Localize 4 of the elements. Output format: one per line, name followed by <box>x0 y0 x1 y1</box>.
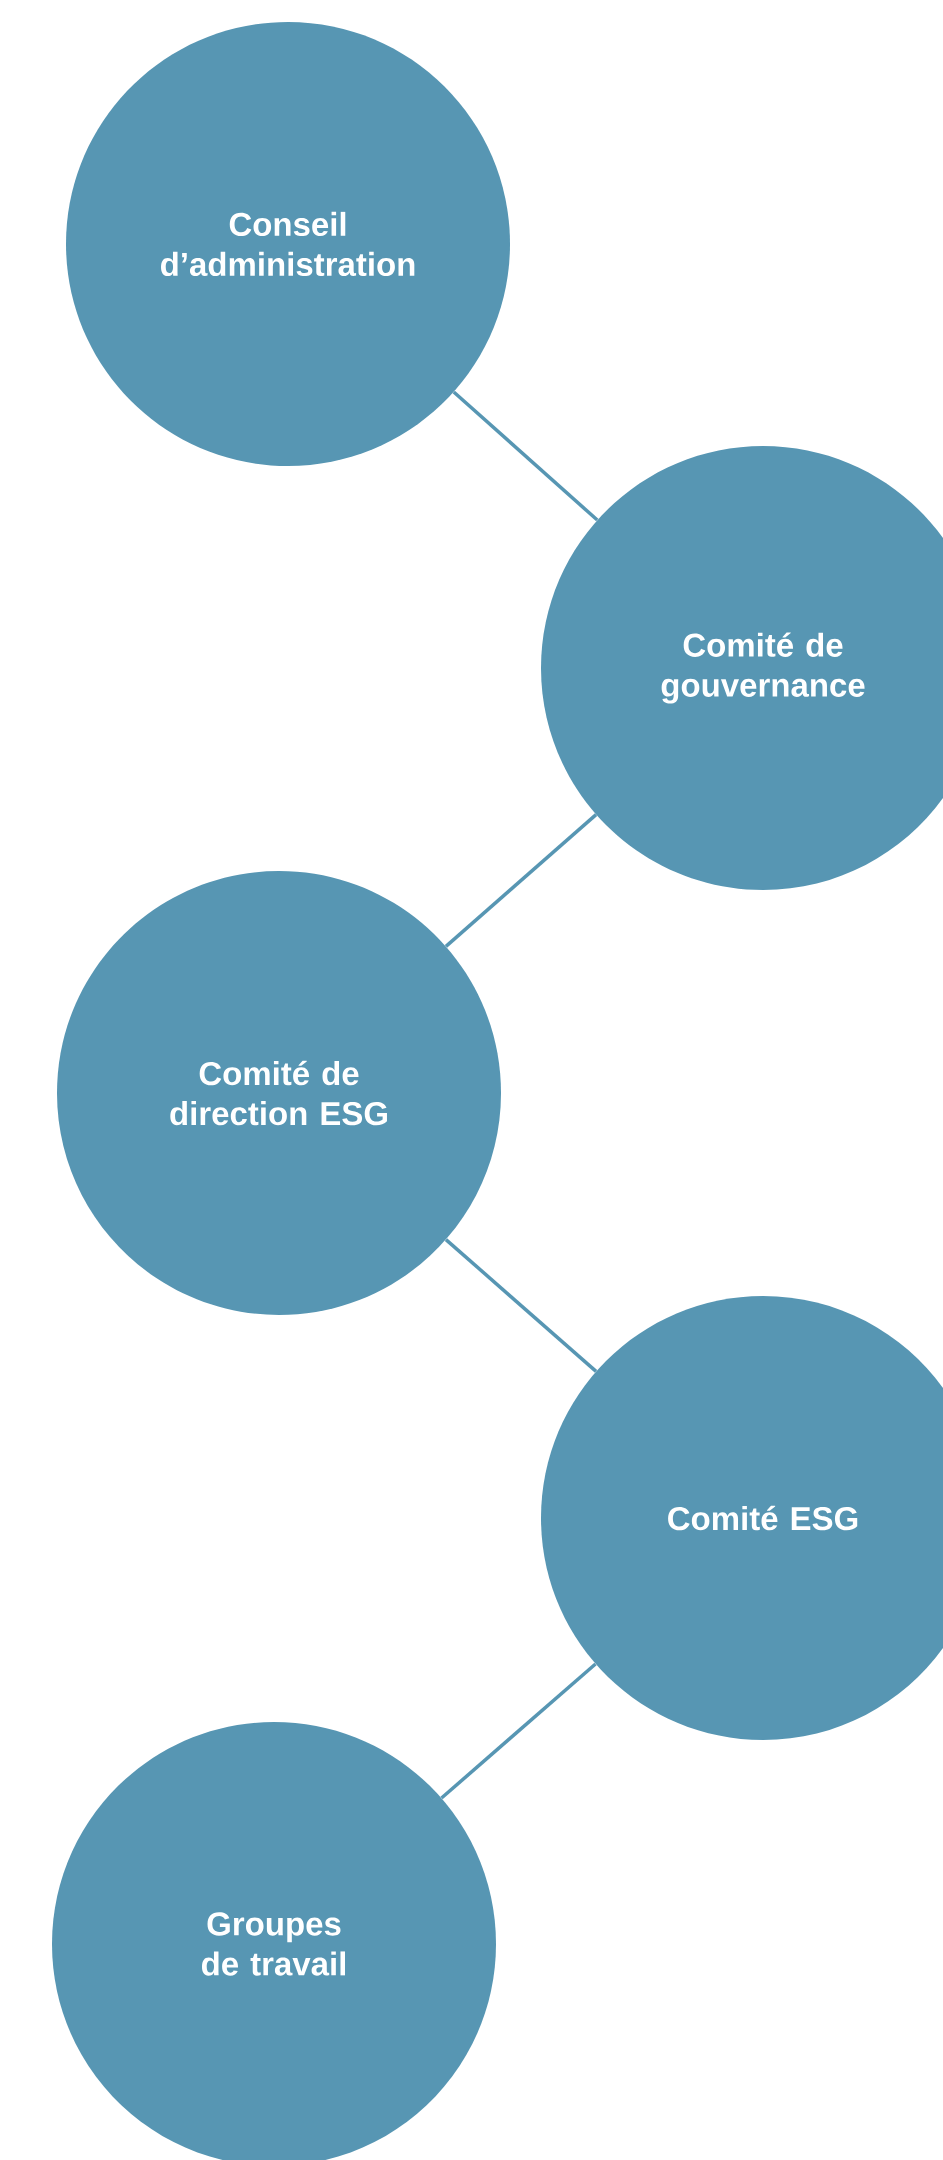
connector-line <box>444 813 598 948</box>
connector-line <box>440 1662 597 1800</box>
connector-line <box>452 390 599 522</box>
connector-line <box>444 1238 598 1373</box>
